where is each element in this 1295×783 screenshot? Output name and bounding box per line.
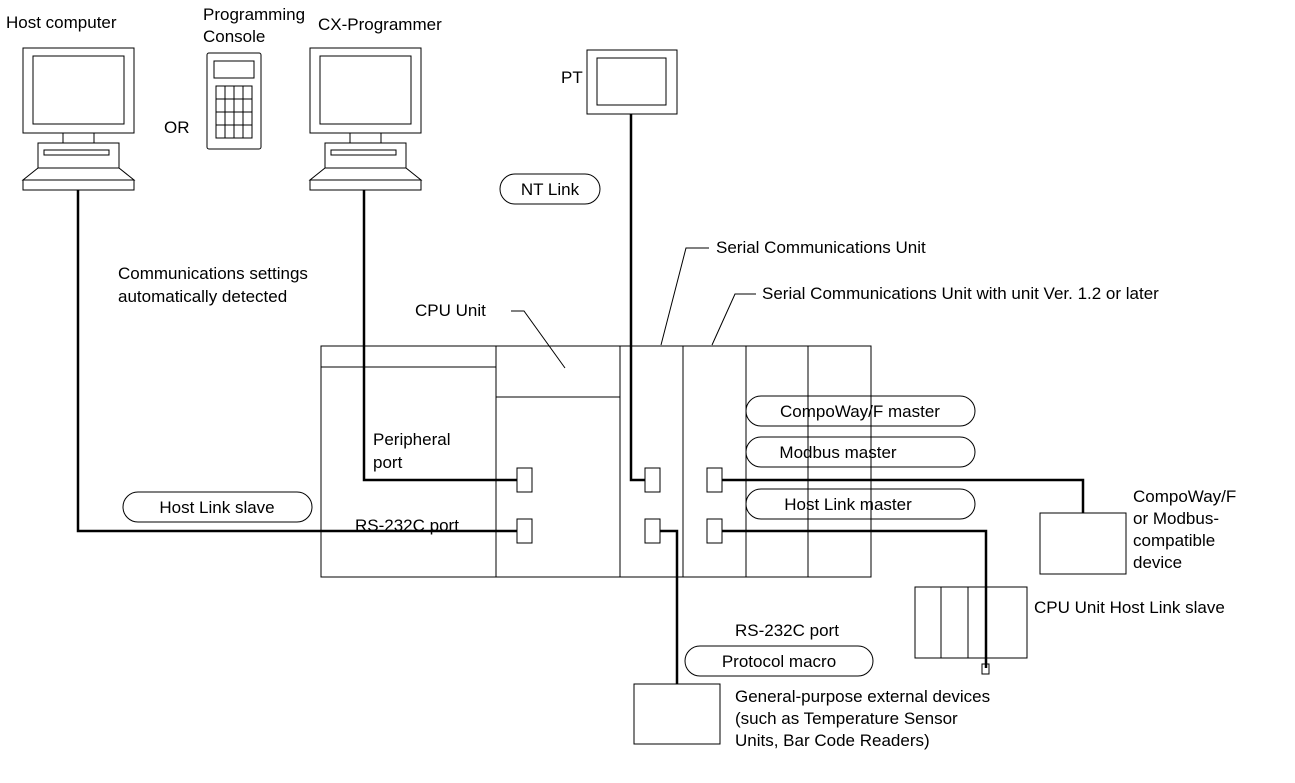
host-computer-label: Host computer	[6, 13, 117, 32]
compoway-master-label: CompoWay/F master	[780, 402, 940, 421]
programming-console-label-line1: Programming	[203, 5, 305, 24]
cpu-unit-leader	[511, 310, 566, 369]
serial-comm-unit-leader	[660, 247, 709, 346]
pt-screen-icon	[586, 49, 678, 115]
compoway-device-label-line3: compatible	[1133, 531, 1215, 550]
general-device-box	[633, 683, 721, 745]
host-link-slave-plc	[914, 586, 1028, 675]
nt-link-pill: NT Link	[499, 173, 601, 205]
programming-console-label-line2: Console	[203, 27, 265, 46]
cpu-rs232c-port-icon	[516, 518, 533, 544]
scu-port-2-icon	[644, 518, 661, 544]
host-link-master-label: Host Link master	[784, 495, 912, 514]
compoway-device-label-line2: or Modbus-	[1133, 509, 1219, 528]
host-link-master-pill: Host Link master	[745, 488, 976, 520]
nt-link-label: NT Link	[521, 180, 580, 199]
scu-v12-port-1-icon	[706, 467, 723, 493]
compoway-device-box	[1039, 512, 1127, 575]
general-devices-label-line2: (such as Temperature Sensor	[735, 709, 958, 728]
compoway-device-cable	[722, 478, 1085, 513]
host-link-slave-pill: Host Link slave	[122, 491, 313, 523]
pt-label: PT	[561, 68, 583, 87]
peripheral-port-icon	[516, 467, 533, 493]
rs232c-port-2-label: RS-232C port	[735, 621, 839, 640]
host-link-slave-label: Host Link slave	[159, 498, 274, 517]
compoway-device-label-line1: CompoWay/F	[1133, 487, 1236, 506]
peripheral-port-label-line1: Peripheral	[373, 430, 451, 449]
cx-programmer-cable	[362, 190, 517, 482]
cpu-unit-label: CPU Unit	[415, 301, 486, 320]
cx-programmer-computer-icon	[308, 47, 423, 191]
cpu-host-link-slave-label: CPU Unit Host Link slave	[1034, 598, 1225, 617]
plc-rack	[320, 345, 872, 578]
general-devices-label-line3: Units, Bar Code Readers)	[735, 731, 930, 750]
or-label: OR	[164, 118, 190, 137]
serial-comm-unit-label: Serial Communications Unit	[716, 238, 926, 257]
comm-settings-label-line1: Communications settings	[118, 264, 308, 283]
modbus-master-label: Modbus master	[779, 443, 896, 462]
compoway-device-label-line4: device	[1133, 553, 1182, 572]
host-computer-cable	[76, 190, 517, 533]
protocol-macro-pill: Protocol macro	[684, 645, 874, 677]
compoway-master-pill: CompoWay/F master	[745, 395, 976, 427]
comm-settings-label-line2: automatically detected	[118, 287, 287, 306]
protocol-macro-cable	[660, 529, 679, 684]
general-devices-label-line1: General-purpose external devices	[735, 687, 990, 706]
serial-comm-unit-v12-label: Serial Communications Unit with unit Ver…	[762, 284, 1159, 303]
serial-comm-unit-v12-leader	[711, 293, 756, 346]
keypad-grid	[215, 85, 253, 139]
protocol-macro-label: Protocol macro	[722, 652, 836, 671]
scu-port-1-icon	[644, 467, 661, 493]
pt-cable	[629, 114, 645, 482]
host-link-slave-cable	[722, 529, 988, 668]
cx-programmer-label: CX-Programmer	[318, 15, 442, 34]
peripheral-port-label-line2: port	[373, 453, 403, 472]
host-computer-icon	[21, 47, 136, 191]
programming-console-icon	[206, 52, 262, 150]
modbus-master-pill: Modbus master	[745, 436, 976, 468]
scu-v12-port-2-icon	[706, 518, 723, 544]
